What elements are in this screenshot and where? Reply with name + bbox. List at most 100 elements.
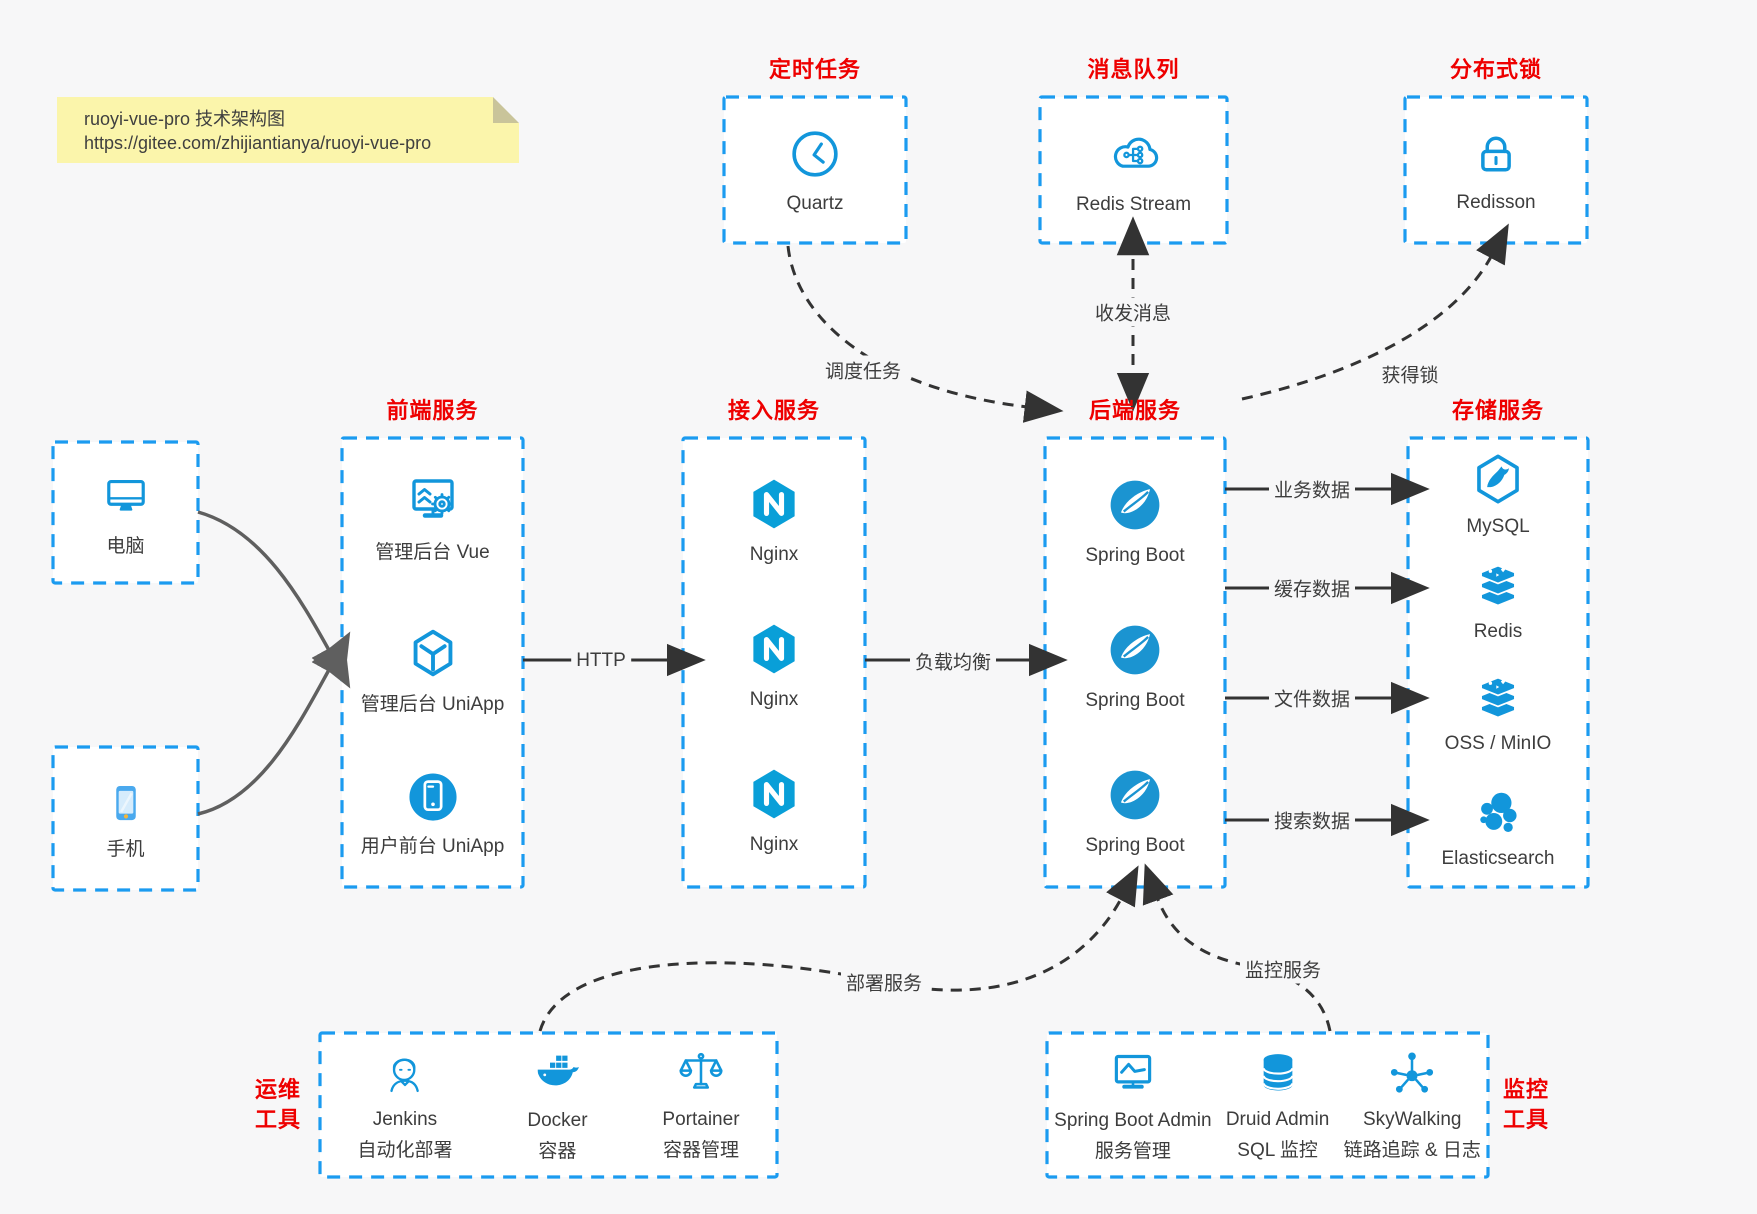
node-sublabel-skywalking: 链路追踪 & 日志: [1343, 1140, 1481, 1161]
user-app-icon: [404, 768, 462, 826]
node-nginx-2: Nginx: [683, 619, 865, 711]
jenkins-icon: [378, 1047, 432, 1101]
box-client-computer: [51, 440, 200, 585]
node-label-quartz: Quartz: [786, 193, 844, 214]
node-druid-admin: Druid Admin SQL 监控: [1225, 1047, 1330, 1163]
node-label-jenkins: Jenkins: [372, 1109, 438, 1130]
group-title-backend: 后端服务: [1088, 398, 1181, 423]
edge-label-acquire-lock: 获得锁: [1376, 359, 1444, 389]
node-docker: Docker 容器: [527, 1046, 588, 1164]
node-label-spring-boot-1: Spring Boot: [1085, 545, 1185, 566]
box-frontend: [340, 436, 525, 889]
box-access: [681, 436, 867, 889]
group-title-frontend: 前端服务: [386, 398, 479, 423]
node-label-admin-uniapp: 管理后台 UniApp: [360, 694, 505, 715]
node-label-docker: Docker: [527, 1110, 588, 1131]
group-message-queue: Redis Stream: [1040, 97, 1227, 243]
edge-label-business-data: 业务数据: [1268, 474, 1356, 504]
node-portainer: Portainer 容器管理: [662, 1047, 740, 1163]
elasticsearch-icon: [1471, 786, 1525, 840]
group-title-monitor-tools: 监控 工具: [1502, 1077, 1549, 1132]
note-fold-corner: [493, 97, 519, 123]
oss-stack-icon: [1471, 671, 1525, 725]
node-oss-minio: OSS / MinIO: [1408, 671, 1588, 755]
node-sublabel-druid-admin: SQL 监控: [1237, 1140, 1318, 1161]
portainer-icon: [674, 1047, 728, 1101]
node-jenkins: Jenkins 自动化部署: [357, 1047, 452, 1163]
group-monitor-tools: Spring Boot Admin 服务管理 Druid Admin: [1047, 1033, 1488, 1177]
node-label-skywalking: SkyWalking: [1362, 1109, 1462, 1130]
node-label-redis-stream: Redis Stream: [1075, 194, 1192, 215]
box-distributed-lock: [1403, 95, 1589, 245]
group-client-phone: 手机: [53, 747, 198, 890]
box-client-phone: [51, 745, 200, 892]
node-label-nginx-2: Nginx: [749, 689, 799, 710]
node-label-oss-minio: OSS / MinIO: [1444, 733, 1552, 754]
node-label-phone: 手机: [106, 838, 145, 860]
edge-label-send-receive: 收发消息: [1089, 297, 1177, 327]
node-redis: Redis: [1408, 559, 1588, 643]
edge-label-deploy-service: 部署服务: [840, 967, 928, 997]
clock-icon: [786, 125, 844, 183]
docker-icon: [529, 1046, 585, 1102]
node-label-user-uniapp: 用户前台 UniApp: [360, 836, 505, 857]
group-access: Nginx Nginx Nginx: [683, 438, 865, 887]
node-label-redisson: Redisson: [1456, 192, 1536, 213]
node-sublabel-portainer: 容器管理: [662, 1140, 739, 1161]
admin-vue-icon: [401, 468, 465, 532]
group-title-storage: 存储服务: [1451, 398, 1544, 423]
smartphone-icon: [100, 777, 152, 829]
node-elasticsearch: Elasticsearch: [1408, 786, 1588, 870]
spring-boot-icon: [1105, 765, 1165, 825]
sticky-note: ruoyi-vue-pro 技术架构图 https://gitee.com/zh…: [57, 97, 519, 163]
edge-label-load-balance: 负载均衡: [909, 646, 997, 676]
node-nginx-3: Nginx: [683, 764, 865, 856]
node-label-spring-boot-2: Spring Boot: [1085, 690, 1185, 711]
node-label-spring-boot-admin: Spring Boot Admin: [1054, 1110, 1212, 1131]
node-user-uniapp: 用户前台 UniApp: [342, 768, 523, 858]
spring-boot-icon: [1105, 620, 1165, 680]
uniapp-cube-icon: [402, 622, 464, 684]
box-backend: [1043, 436, 1227, 889]
note-title: ruoyi-vue-pro 技术架构图: [84, 109, 286, 129]
chart-monitor-icon: [1105, 1046, 1161, 1102]
node-spring-boot-admin: Spring Boot Admin 服务管理: [1054, 1046, 1212, 1164]
node-mysql: MySQL: [1408, 450, 1588, 538]
box-storage: [1406, 436, 1590, 889]
node-admin-vue: 管理后台 Vue: [342, 468, 523, 564]
edge-label-http: HTTP: [571, 649, 631, 673]
box-monitor-tools: [1045, 1031, 1490, 1179]
node-spring-boot-2: Spring Boot: [1045, 620, 1225, 712]
cloud-stream-icon: [1104, 124, 1164, 184]
node-label-admin-vue: 管理后台 Vue: [375, 542, 490, 563]
box-scheduled-task: [722, 95, 908, 245]
group-storage: MySQL Redis: [1408, 438, 1588, 887]
node-label-mysql: MySQL: [1466, 516, 1530, 537]
nginx-icon: [744, 619, 804, 679]
nginx-icon: [744, 764, 804, 824]
node-nginx-1: Nginx: [683, 474, 865, 566]
mysql-icon: [1469, 450, 1527, 508]
group-client-computer: 电脑: [53, 442, 198, 583]
edge-phone-to-frontend: [197, 631, 351, 816]
edge-deploy-service-line: [538, 865, 1139, 1032]
computer-icon: [97, 468, 155, 526]
node-label-redis: Redis: [1473, 621, 1523, 642]
nginx-icon: [744, 474, 804, 534]
edge-computer-to-frontend: [197, 510, 351, 689]
group-ops-tools: Jenkins 自动化部署 Docker 容器: [320, 1033, 777, 1177]
node-label-nginx-1: Nginx: [749, 544, 799, 565]
box-message-queue: [1038, 95, 1229, 245]
node-skywalking: SkyWalking 链路追踪 & 日志: [1344, 1047, 1481, 1163]
node-label-computer: 电脑: [106, 535, 145, 557]
node-label-druid-admin: Druid Admin: [1225, 1109, 1330, 1130]
edge-label-search-data: 搜索数据: [1268, 805, 1356, 835]
database-icon: [1251, 1047, 1305, 1101]
lock-icon: [1468, 126, 1524, 182]
node-sublabel-spring-boot-admin: 服务管理: [1094, 1141, 1171, 1162]
redis-stack-icon: [1471, 559, 1525, 613]
node-label-spring-boot-3: Spring Boot: [1085, 835, 1185, 856]
edge-label-cache-data: 缓存数据: [1268, 573, 1356, 603]
